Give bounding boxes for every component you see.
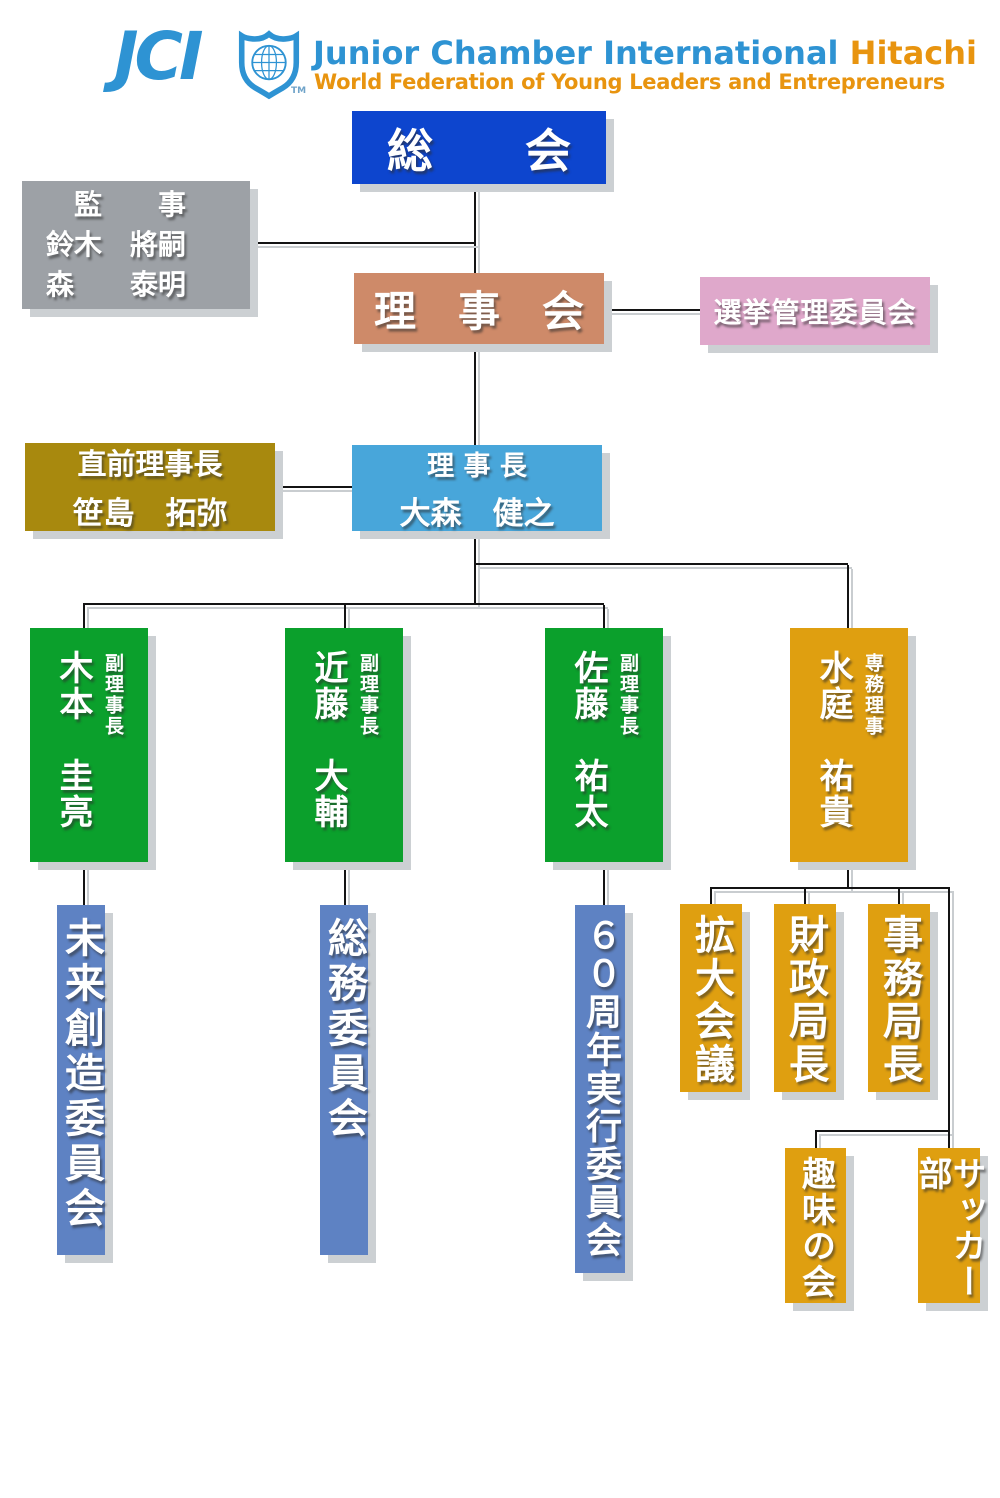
node-election-committee: 選挙管理委員会 (700, 277, 930, 345)
jci-shield-globe-icon (238, 30, 300, 100)
auditors-title: 監 事 (46, 188, 187, 221)
node-committee-general-affairs: 総務委員会 (320, 905, 368, 1255)
connector (603, 605, 605, 628)
org-title-city: Hitachi (849, 34, 978, 72)
connector (847, 862, 849, 889)
jci-logo: JCI (114, 18, 204, 95)
auditor-member: 森 泰明 (46, 268, 187, 301)
bureau-label: 財政局長 (782, 914, 828, 1086)
vp-name: 近藤 大輔 (308, 650, 348, 830)
node-executive-director: 水庭 祐貴 専務理事 (790, 628, 908, 862)
node-label: 理 事 会 (373, 287, 584, 336)
connector (815, 1130, 950, 1132)
bureau-label: 事務局長 (876, 914, 922, 1086)
committee-label: ６０周年実行委員会 (580, 917, 621, 1259)
node-vice-president-3: 佐藤 祐太 副理事長 (545, 628, 663, 862)
node-club-soccer: サッカー部 (912, 1148, 986, 1303)
org-subtitle: World Federation of Young Leaders and En… (314, 70, 945, 94)
past-president-title: 直前理事長 (77, 447, 223, 481)
vp-name: 木本 圭亮 (53, 650, 93, 830)
connector (474, 563, 848, 565)
bureau-label: 拡大会議 (688, 914, 734, 1086)
node-club-hobby: 趣味の会 (785, 1148, 846, 1303)
executive-director-name: 水庭 祐貴 (813, 650, 853, 830)
connector (710, 889, 712, 904)
connector (948, 887, 950, 1132)
committee-label: 未来創造委員会 (58, 917, 104, 1232)
club-label: 趣味の会 (795, 1156, 836, 1300)
vp-title: 副理事長 (357, 653, 379, 737)
auditor-member: 鈴木 將嗣 (46, 228, 187, 261)
connector (815, 1132, 817, 1148)
node-auditors: 監 事 鈴木 將嗣 森 泰明 (22, 181, 250, 309)
node-past-president: 直前理事長 笹島 拓弥 (25, 443, 275, 532)
node-label: 選挙管理委員会 (713, 296, 917, 329)
committee-label: 総務委員会 (321, 917, 367, 1142)
connector (83, 862, 85, 905)
node-vice-president-1: 木本 圭亮 副理事長 (30, 628, 148, 862)
club-label: サッカー部 (912, 1156, 986, 1300)
connector (83, 605, 85, 628)
node-bureau-finance-director: 財政局長 (774, 904, 836, 1092)
connector (604, 309, 701, 311)
past-president-name: 笹島 拓弥 (72, 496, 228, 532)
connector (474, 531, 476, 605)
connector (249, 242, 475, 244)
node-committee-future-creation: 未来創造委員会 (57, 905, 105, 1255)
node-board: 理 事 会 (354, 273, 604, 344)
node-vice-president-2: 近藤 大輔 副理事長 (285, 628, 403, 862)
vp-title: 副理事長 (102, 653, 124, 737)
node-committee-60th-anniversary: ６０周年実行委員会 (575, 905, 625, 1273)
connector (847, 565, 849, 628)
executive-director-title: 専務理事 (862, 653, 884, 737)
connector (710, 887, 949, 889)
president-title: 理 事 長 (427, 450, 527, 482)
org-title-main: Junior Chamber International (313, 34, 839, 72)
connector (83, 603, 604, 605)
node-label: 総 会 (387, 123, 571, 178)
node-general-assembly: 総 会 (352, 111, 606, 184)
connector (474, 184, 476, 273)
node-president: 理 事 長 大森 健之 (352, 445, 602, 532)
connector (898, 889, 900, 904)
node-bureau-secretary-general: 事務局長 (868, 904, 930, 1092)
connector (474, 344, 476, 445)
connector (344, 605, 346, 628)
president-name: 大森 健之 (399, 495, 555, 532)
connector (948, 1132, 950, 1148)
connector (804, 889, 806, 904)
connector (603, 862, 605, 905)
vp-name: 佐藤 祐太 (568, 650, 608, 830)
trademark-label: TM (291, 86, 307, 96)
connector (276, 486, 353, 488)
node-bureau-expansion-conference: 拡大会議 (680, 904, 742, 1092)
connector (344, 862, 346, 905)
vp-title: 副理事長 (617, 653, 639, 737)
org-title: Junior Chamber International Hitachi (313, 34, 977, 72)
